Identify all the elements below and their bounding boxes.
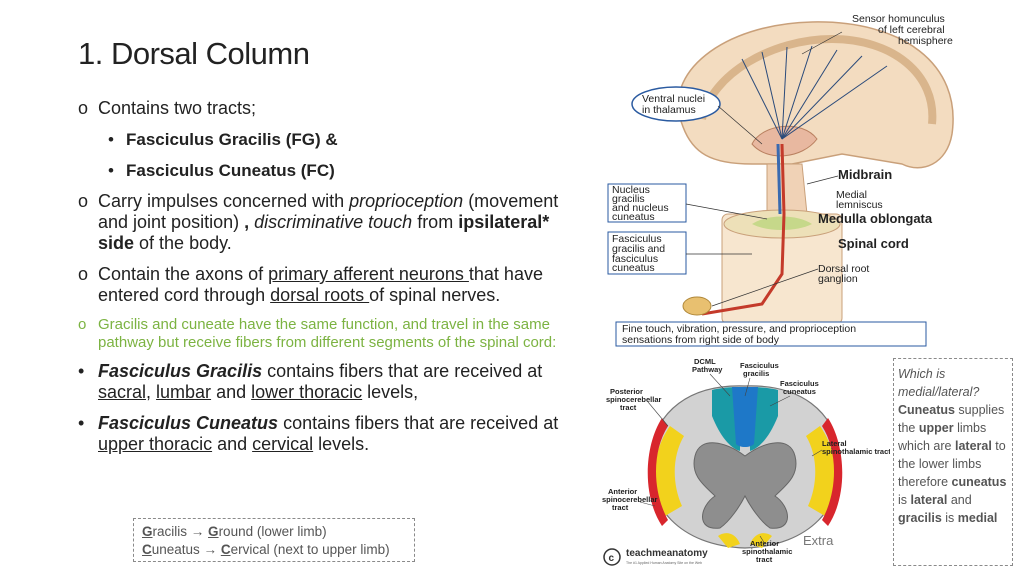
sub-bullet-gracilis: •Fasciculus Gracilis (FG) & (108, 130, 338, 149)
nucleus-label-3: and nucleus (612, 202, 669, 214)
gracilis-label-1: Fasciculus (740, 361, 779, 370)
cuneatus-label-1: Fasciculus (780, 379, 819, 388)
thalamus-label-2: in thalamus (642, 104, 696, 116)
caption-box (615, 321, 927, 347)
cuneatus-label-2: cuneatus (783, 387, 816, 396)
lateral-st-label-2: spinothalamic tract (822, 447, 890, 456)
anterior-st-label-3: tract (756, 555, 773, 564)
dorsal-root-label-1: Dorsal root (818, 263, 869, 275)
anterior-sc-label-1: Anterior (608, 487, 637, 496)
fasciculus-label-2: gracilis and (612, 243, 665, 255)
nucleus-label-box (607, 183, 687, 223)
gray-matter-butterfly (693, 442, 797, 529)
dcml-pathway-figure: Sensor homunculus of left cerebral hemis… (607, 14, 954, 347)
slide-title: 1. Dorsal Column (78, 36, 310, 71)
thalamus-label-1: Ventral nuclei (642, 93, 705, 105)
mnemonic-line-gracilis: Gracilis → Ground (lower limb) (142, 524, 327, 539)
dot-bullet-icon: • (78, 413, 85, 433)
fasciculus-label-box (607, 231, 687, 275)
medulla-label: Medulla oblongata (818, 211, 933, 226)
arrow-right-icon: → (190, 524, 205, 539)
lateral-spinothalamic-tract (806, 426, 836, 516)
anterior-st-label-2: spinothalamic (742, 547, 792, 556)
anterior-spinothalamic-left (718, 533, 740, 548)
fasciculus-gracilis (732, 387, 758, 447)
cortex-gyrus-shape (698, 34, 937, 125)
anterior-sc-label-2: spinocerebellar (602, 495, 658, 504)
leader-lines (685, 31, 843, 307)
afferent-pathway-line (701, 143, 786, 316)
posterior-sc-label-1: Posterior (610, 387, 643, 396)
thalamocortical-fibers (741, 45, 888, 140)
fasciculus-label-4: cuneatus (612, 262, 655, 274)
dot-bullet-icon: • (108, 161, 114, 180)
lateral-spinothalamic-tract-left (654, 426, 684, 516)
circle-bullet-icon: o (78, 316, 87, 333)
anterior-spinocerebellar-tract (647, 418, 668, 526)
gracilis-label-2: gracilis (743, 369, 769, 378)
lateral-st-label-1: Lateral (822, 439, 847, 448)
medial-lemniscus-label-1: Medial (836, 189, 867, 201)
posterior-spinocerebellar-tract (822, 418, 843, 526)
fasciculus-label-1: Fasciculus (612, 233, 662, 245)
nucleus-label-1: Nucleus (612, 184, 650, 196)
dorsal-root-ganglion (682, 296, 712, 316)
thalamus-shape (751, 125, 818, 157)
thalamus-label-oval (631, 86, 721, 122)
copyright-icon (603, 548, 621, 566)
nucleus-label-2: gracilis (612, 193, 645, 205)
bullet-cuneatus-levels: •Fasciculus Cuneatus contains fibers tha… (78, 413, 559, 454)
posterior-sc-label-2: spinocerebellar (606, 395, 662, 404)
copyright-glyph-icon: c (609, 553, 615, 564)
midbrain-label: Midbrain (838, 167, 892, 182)
dcml-label-2: Pathway (692, 365, 723, 374)
bullet-gracilis-levels: •Fasciculus Gracilis contains fibers tha… (78, 361, 543, 402)
medial-lateral-note: Which is medial/lateral? Cuneatus suppli… (893, 358, 1013, 566)
sub-bullet-cuneatus: •Fasciculus Cuneatus (FC) (108, 161, 335, 180)
circle-bullet-icon: o (78, 98, 89, 118)
fasciculus-cuneatus-left (712, 387, 740, 451)
arrow-right-icon: → (203, 542, 218, 557)
caption-line-1: Fine touch, vibration, pressure, and pro… (622, 323, 856, 335)
homunculus-label-2: of left cerebral (878, 24, 945, 36)
caption-line-2: sensations from right side of body (622, 334, 780, 346)
circle-bullet-icon: o (78, 264, 89, 284)
posterior-sc-label-3: tract (620, 403, 637, 412)
spinal-cord-label: Spinal cord (838, 236, 909, 251)
fasciculus-label-3: fasciculus (612, 253, 658, 265)
anterior-sc-label-3: tract (612, 503, 629, 512)
brand-label: teachmeanatomy (626, 548, 708, 559)
fasciculus-cuneatus-right (750, 387, 778, 451)
cross-section-leader-lines (639, 373, 823, 545)
circle-bullet-icon: o (78, 191, 89, 211)
gray-matter-shape (752, 216, 812, 230)
homunculus-label-3: hemisphere (898, 35, 953, 47)
extra-label: Extra (803, 533, 834, 548)
brand-subtitle: The #1 Applied Human Anatomy Site on the… (626, 561, 702, 565)
nucleus-label-4: cuneatus (612, 211, 655, 223)
anterior-spinothalamic-right (750, 533, 772, 548)
dot-bullet-icon: • (78, 361, 85, 381)
dcml-label-1: DCML (694, 357, 716, 366)
medial-lemniscus-line (776, 143, 782, 215)
spinal-cord-cross-section: DCML Pathway Fasciculus gracilis Fascicu… (602, 357, 890, 566)
homunculus-label-1: Sensor homunculus (852, 14, 945, 25)
mnemonic-box: Gracilis → Ground (lower limb) Cuneatus … (133, 518, 415, 562)
medial-lemniscus-label-2: lemniscus (836, 199, 883, 211)
dorsal-root-label-2: ganglion (818, 273, 858, 285)
mnemonic-line-cuneatus: Cuneatus → Cervical (next to upper limb) (142, 542, 390, 557)
dot-bullet-icon: • (108, 130, 114, 149)
